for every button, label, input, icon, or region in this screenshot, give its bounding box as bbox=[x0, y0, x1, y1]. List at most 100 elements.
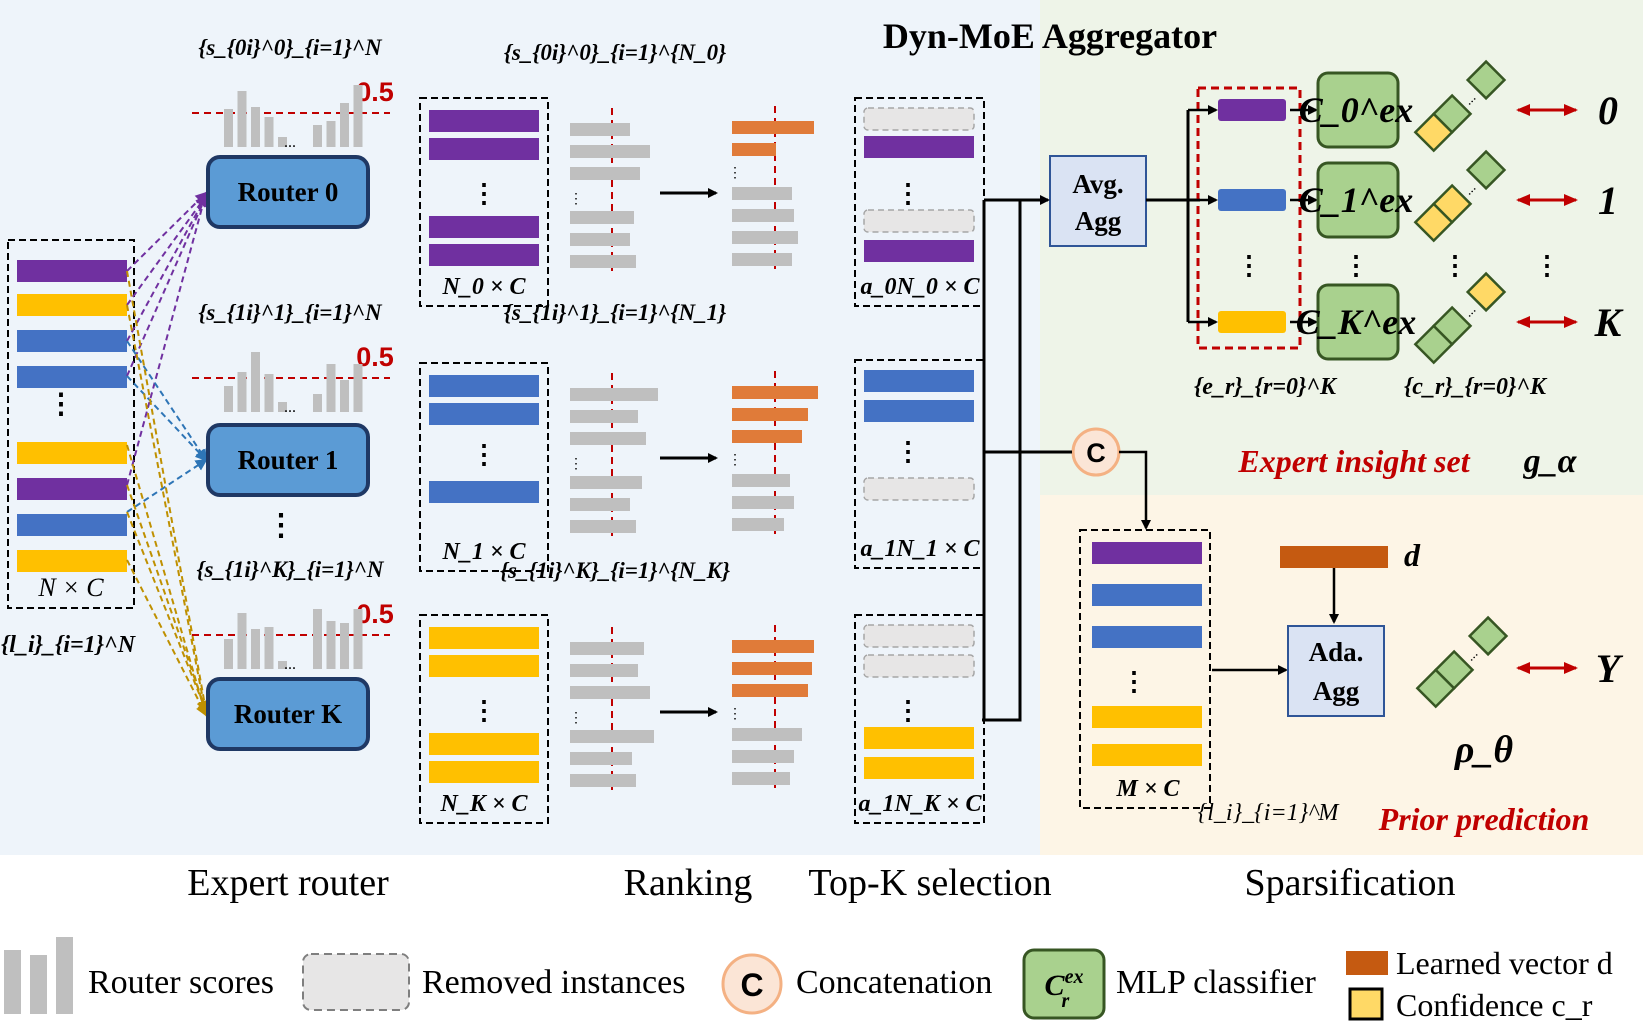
selected-instance-bar bbox=[429, 244, 539, 266]
topk-dim-label: a_1N_1 × C bbox=[860, 536, 980, 562]
confidence-vector-icon: ... bbox=[1413, 59, 1507, 153]
prior-instance-bar bbox=[1092, 744, 1202, 766]
legend-removed-instances-icon bbox=[302, 953, 410, 1011]
router-label: Router 1 bbox=[238, 445, 339, 475]
legend-confidence: Confidence c_r bbox=[1396, 987, 1593, 1023]
router-score-bar bbox=[313, 125, 322, 147]
router-score-bar bbox=[264, 117, 274, 147]
prior-instance-bar bbox=[1092, 706, 1202, 728]
dropped-score-bar bbox=[732, 728, 802, 741]
avg-agg-box: Avg. Agg bbox=[1049, 155, 1147, 247]
legend-concatenation: Concatenation bbox=[796, 964, 992, 1001]
sorted-ellipsis: ⋮ bbox=[728, 453, 742, 468]
router-score-bar bbox=[264, 374, 274, 412]
vector-cell bbox=[1465, 149, 1507, 191]
topk-instance-bar bbox=[864, 240, 974, 262]
unsorted-score-bar bbox=[570, 476, 642, 489]
section-topk-selection: Top-K selection bbox=[808, 862, 1051, 904]
router-group-2: {s_{1i}^K}_{i=1}^N0.5...Router K⋮N_K × C… bbox=[192, 557, 985, 824]
dropped-score-bar bbox=[732, 518, 784, 531]
ada-agg-box bbox=[1287, 625, 1385, 717]
topk-instance-bar bbox=[864, 400, 974, 422]
dropped-score-bar bbox=[732, 496, 794, 509]
route-arrow-to-router-k bbox=[126, 511, 208, 713]
router-score-ellipsis: ... bbox=[284, 134, 296, 151]
confidence-ellipsis: ⋮ bbox=[1442, 251, 1468, 280]
mlp-classifier-label: C_1^ex bbox=[1299, 180, 1414, 220]
legend-removed-instances: Removed instances bbox=[422, 964, 685, 1001]
input-instance-bar bbox=[17, 294, 127, 316]
selected-dim-label: N_1 × C bbox=[441, 539, 526, 565]
input-instance-bar bbox=[17, 260, 127, 282]
router-score-bar bbox=[340, 623, 349, 669]
target-ellipsis: ⋮ bbox=[1534, 251, 1560, 280]
router-score-bar bbox=[326, 621, 336, 669]
router-score-bar bbox=[353, 85, 363, 147]
route-arrow-to-router-0 bbox=[126, 194, 208, 377]
learned-vector-label: d bbox=[1404, 537, 1421, 573]
removed-instance bbox=[863, 107, 975, 131]
unsorted-score-bar bbox=[570, 664, 638, 677]
router-group-1: {s_{1i}^1}_{i=1}^N0.5...Router 1⋮N_1 × C… bbox=[192, 300, 985, 572]
input-instance-bar bbox=[17, 478, 127, 500]
router-box-0 bbox=[206, 155, 370, 229]
prior-set-label: {l_i}_{i=1}^M bbox=[1198, 800, 1341, 826]
router-score-bar bbox=[278, 402, 287, 412]
legend-concatenation-icon: C bbox=[721, 953, 783, 1015]
selected-dim-label: N_0 × C bbox=[441, 274, 526, 300]
mlp-classifier-label: C_K^ex bbox=[1296, 302, 1417, 342]
vector-cell bbox=[1431, 183, 1473, 225]
prior-vector-icon: ... bbox=[1415, 615, 1509, 709]
router-box-1 bbox=[206, 423, 370, 497]
selected-instance-bar bbox=[429, 403, 539, 425]
unsorted-score-bar bbox=[570, 255, 636, 268]
selected-dim-label: N_K × C bbox=[439, 791, 528, 817]
unsorted-score-bar bbox=[570, 123, 630, 136]
topk-ellipsis: ⋮ bbox=[895, 437, 921, 466]
route-arrow-to-router-1 bbox=[126, 458, 208, 513]
unsorted-score-bar bbox=[570, 432, 646, 445]
route-arrow-to-router-k bbox=[126, 270, 211, 713]
topk-bus bbox=[984, 198, 1022, 722]
selected-instance-bar bbox=[429, 733, 539, 755]
ranked-score-label: {s_{1i}^K}_{i=1}^{N_K} bbox=[500, 558, 730, 583]
learned-vector-bar bbox=[1280, 546, 1388, 568]
router-score-bar bbox=[313, 609, 322, 669]
selected-instance-bar bbox=[429, 481, 539, 503]
router-score-bar bbox=[340, 103, 349, 147]
selected-instance-bar bbox=[429, 216, 539, 238]
section-sparsification: Sparsification bbox=[1244, 862, 1455, 904]
vector-cell bbox=[1433, 649, 1475, 691]
kept-score-bar bbox=[732, 121, 814, 134]
router-score-bar bbox=[224, 109, 233, 147]
router-score-bar bbox=[251, 107, 260, 147]
router-label: Router K bbox=[234, 699, 342, 729]
input-instance-bar bbox=[17, 550, 127, 572]
legend-router-scores: Router scores bbox=[88, 964, 274, 1001]
legend-confidence-icon bbox=[1348, 987, 1384, 1021]
input-instance-bar bbox=[17, 442, 127, 464]
topk-dim-label: a_1N_K × C bbox=[858, 791, 982, 817]
legend-learned-vector: Learned vector d bbox=[1396, 945, 1613, 981]
ada-agg-line1: Ada. bbox=[1309, 637, 1364, 667]
avg-agg-line1: Avg. bbox=[1072, 169, 1123, 199]
router-score-bar bbox=[353, 364, 363, 412]
input-ellipsis: ⋮ bbox=[47, 389, 75, 420]
router-score-bar bbox=[237, 372, 247, 412]
concat-to-prior-arrow bbox=[1119, 450, 1151, 530]
input-instance-bar bbox=[17, 330, 127, 352]
section-expert-router: Expert router bbox=[187, 862, 389, 904]
mlp-classifier-box bbox=[1316, 283, 1400, 361]
router-box-2 bbox=[206, 677, 370, 751]
selected-instance-bar bbox=[429, 110, 539, 132]
removed-instance bbox=[863, 624, 975, 648]
ranking-ellipsis: ⋮ bbox=[569, 192, 583, 207]
prior-dim-label: M × C bbox=[1115, 776, 1180, 802]
legend-concat-symbol: C bbox=[740, 967, 763, 1003]
router-score-label: {s_{1i}^K}_{i=1}^N bbox=[196, 557, 384, 582]
topk-ellipsis: ⋮ bbox=[895, 696, 921, 725]
router-score-bar bbox=[313, 394, 322, 412]
mlp-classifier-box bbox=[1316, 161, 1400, 239]
expert-embedding-bar bbox=[1218, 99, 1286, 121]
unsorted-score-bar bbox=[570, 211, 634, 224]
